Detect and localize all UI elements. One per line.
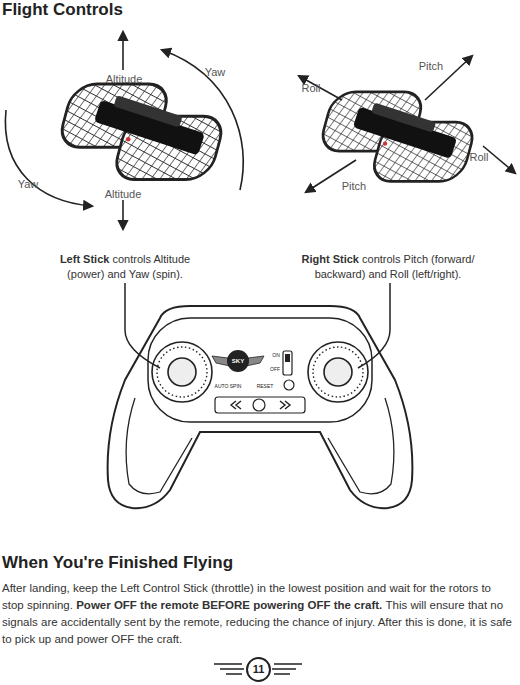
button-label: RESET [257, 384, 274, 389]
face-plate [148, 318, 372, 422]
button [284, 380, 294, 390]
yaw-arrow [162, 50, 243, 190]
section-heading-block: When You're Finished Flying [2, 553, 512, 573]
caption: Right Stick [301, 253, 358, 265]
logo-badge [227, 350, 249, 372]
roll-arrow [299, 76, 342, 100]
trim-button [253, 399, 265, 411]
joystick [324, 358, 352, 386]
axis-label: Yaw [205, 67, 226, 78]
joystick [168, 358, 196, 386]
logo-text: SKY [232, 358, 244, 364]
power-switch [283, 351, 292, 375]
joystick-ring [157, 347, 207, 397]
page-number-circle: 11 [246, 657, 271, 682]
caption-block: Right Stickcontrols Pitch (forward/ back… [283, 252, 493, 282]
axis-label: Pitch [342, 181, 366, 192]
page-title: Flight Controls [2, 0, 123, 20]
caption-block: Left Stickcontrols Altitude (power) and … [40, 252, 210, 282]
leader-line [125, 283, 160, 368]
caption: Left Stick [60, 253, 110, 265]
page-number: 11 [253, 664, 265, 675]
axis-label: Roll [470, 152, 489, 163]
drone-illustration [318, 92, 477, 182]
body-text-block: After landing, keep the Left Control Sti… [2, 580, 514, 648]
grip-outline [328, 398, 394, 494]
joystick-housing [308, 342, 368, 402]
button-label: AUTO SPIN [215, 384, 242, 389]
joystick-ring [313, 347, 363, 397]
axis-label: Yaw [18, 179, 39, 190]
altitude-arrow [122, 200, 124, 229]
joystick-housing [152, 342, 212, 402]
axis-label: Altitude [105, 189, 142, 200]
yaw-arrow [5, 110, 92, 206]
axis-label: Pitch [419, 61, 443, 72]
drone-illustration [57, 84, 226, 179]
axis-label: Altitude [106, 74, 143, 85]
page-ornament [214, 664, 302, 674]
grip-outline [126, 398, 192, 494]
axis-label: Roll [302, 83, 321, 94]
section-heading: When You're Finished Flying [2, 553, 233, 572]
switch-knob [285, 354, 290, 362]
switch-label: OFF [270, 367, 280, 372]
body-text: Power OFF the remote BEFORE powering OFF… [76, 599, 382, 611]
controller-body [108, 306, 413, 508]
trim-panel [215, 397, 305, 413]
switch-label: ON [272, 353, 280, 358]
altitude-arrow [122, 32, 124, 70]
leader-line [358, 283, 390, 368]
